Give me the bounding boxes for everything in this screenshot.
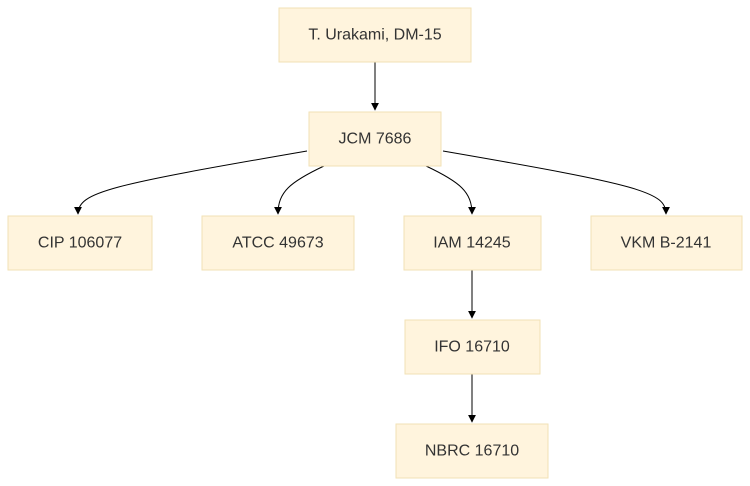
node-label-jcm: JCM 7686 bbox=[339, 131, 412, 148]
node-jcm: JCM 7686 bbox=[308, 111, 442, 167]
node-label-iam: IAM 14245 bbox=[433, 235, 510, 252]
node-atcc: ATCC 49673 bbox=[201, 215, 355, 271]
node-label-ifo: IFO 16710 bbox=[434, 339, 510, 356]
node-label-cip: CIP 106077 bbox=[38, 235, 122, 252]
node-iam: IAM 14245 bbox=[403, 215, 542, 271]
node-ifo: IFO 16710 bbox=[404, 319, 541, 375]
nodes: T. Urakami, DM-15 JCM 7686 CIP 106077 AT… bbox=[7, 7, 743, 479]
node-cip: CIP 106077 bbox=[7, 215, 153, 271]
node-label-nbrc: NBRC 16710 bbox=[425, 443, 519, 460]
node-nbrc: NBRC 16710 bbox=[395, 423, 549, 479]
edge-jcm-iam bbox=[425, 165, 476, 215]
edge-jcm-atcc bbox=[274, 165, 325, 215]
node-label-atcc: ATCC 49673 bbox=[232, 235, 323, 252]
node-urakami: T. Urakami, DM-15 bbox=[278, 7, 472, 63]
node-label-urakami: T. Urakami, DM-15 bbox=[308, 27, 441, 44]
edges bbox=[74, 62, 670, 423]
edge-jcm-cip bbox=[74, 150, 308, 215]
node-vkm: VKM B-2141 bbox=[590, 215, 743, 271]
edge-jcm-vkm bbox=[442, 150, 670, 215]
node-label-vkm: VKM B-2141 bbox=[621, 235, 712, 252]
